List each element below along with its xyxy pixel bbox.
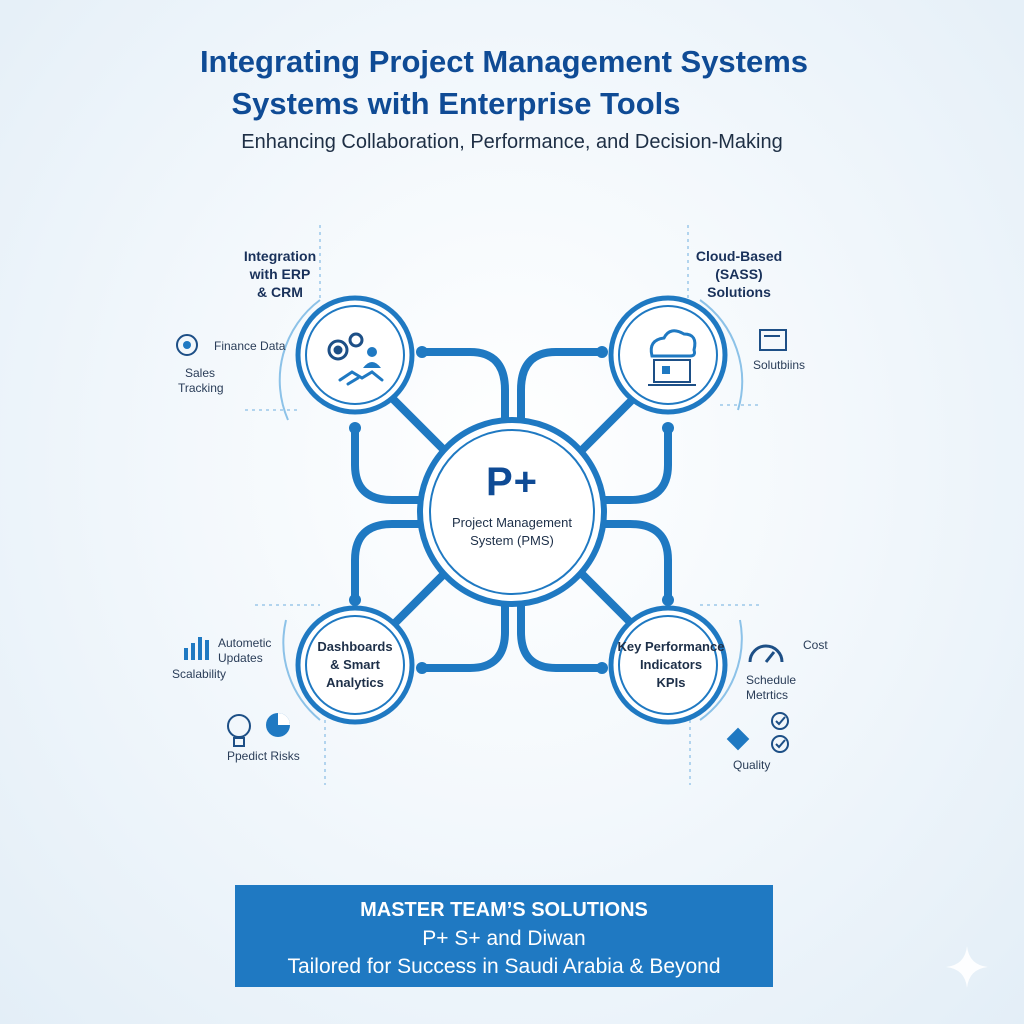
subtitle: Enhancing Collaboration, Performance, an… bbox=[241, 131, 783, 153]
document-icon bbox=[759, 329, 787, 351]
automatic-updates-label: Autometic Updates bbox=[218, 636, 271, 666]
check-icon bbox=[771, 712, 789, 753]
kpi-label-line-2: Indicators bbox=[639, 657, 703, 672]
title-line-2: Systems with Enterprise Tools bbox=[231, 86, 681, 121]
sales-tracking-label: Sales Tracking bbox=[178, 366, 224, 396]
gears-icon bbox=[327, 332, 364, 361]
brain-bulb-icon bbox=[227, 714, 251, 747]
banner-line-1: MASTER TEAM’S SOLUTIONS bbox=[360, 899, 648, 921]
pie-chart-icon bbox=[266, 713, 290, 737]
scalability-label: Scalability bbox=[172, 667, 227, 681]
dotted-guides bbox=[245, 225, 760, 785]
laptop-icon bbox=[648, 359, 696, 386]
bar-chart-icon bbox=[184, 637, 209, 660]
dashboards-label-line-1: Dashboards bbox=[317, 639, 393, 654]
sales-tracking-line-1: Sales bbox=[184, 366, 216, 380]
title-line-1: Integrating Project Management Systems bbox=[199, 44, 809, 79]
sales-tracking-line-2: Tracking bbox=[178, 381, 224, 395]
cloud-label-line-2: (SASS) bbox=[715, 266, 763, 282]
kpi-label: Key Performance Indicators KPIs bbox=[612, 638, 730, 692]
cloud-label-line-1: Cloud-Based bbox=[695, 248, 783, 264]
finance-target-icon bbox=[176, 334, 198, 356]
dashboards-label-line-2: & Smart bbox=[330, 657, 380, 672]
user-icon bbox=[363, 347, 381, 368]
dashboards-label: Dashboards & Smart Analytics bbox=[305, 638, 405, 692]
predict-risks-label: Ppedict Risks bbox=[227, 749, 300, 763]
center-label-line-1: Project Management bbox=[452, 515, 572, 530]
sparkle-icon bbox=[946, 946, 988, 988]
dashboards-label-line-3: Analytics bbox=[326, 675, 384, 690]
erp-label-line-2: with ERP bbox=[249, 266, 311, 282]
center-label: Project Management System (PMS) bbox=[432, 514, 592, 550]
banner-line-2: P+ S+ and Diwan bbox=[422, 927, 586, 950]
solutions-label: Solutbiins bbox=[753, 358, 806, 372]
cloud-label: Cloud-Based (SASS) Solutions bbox=[674, 247, 804, 301]
center-logo: P+ bbox=[485, 460, 539, 504]
gauge-icon bbox=[748, 644, 784, 663]
solutions-banner: MASTER TEAM’S SOLUTIONS P+ S+ and Diwan … bbox=[235, 885, 773, 987]
schedule-metrics-label: Schedule Metrtics bbox=[746, 673, 796, 703]
erp-label: Integration with ERP & CRM bbox=[218, 247, 342, 301]
erp-label-line-1: Integration bbox=[243, 248, 317, 264]
automatic-updates-line-2: Updates bbox=[218, 651, 263, 665]
quality-label: Quality bbox=[733, 758, 771, 772]
cloud-icon bbox=[649, 329, 697, 358]
finance-data-label: Finance Data bbox=[214, 339, 286, 353]
center-node-circle bbox=[417, 417, 607, 607]
cloud-label-line-3: Solutions bbox=[707, 284, 771, 300]
kpi-label-line-1: Key Performance bbox=[617, 639, 725, 654]
schedule-metrics-line-1: Schedule bbox=[746, 673, 797, 687]
handshake-icon bbox=[338, 370, 384, 386]
connector-end-dots bbox=[349, 346, 674, 674]
quality-diamond-icon bbox=[726, 727, 750, 751]
outer-arc-lines bbox=[278, 299, 744, 721]
kpi-label-line-3: KPIs bbox=[656, 675, 686, 690]
schedule-metrics-line-2: Metrtics bbox=[746, 688, 788, 702]
automatic-updates-line-1: Autometic bbox=[218, 636, 272, 650]
banner-line-3: Tailored for Success in Saudi Arabia & B… bbox=[287, 955, 721, 978]
erp-label-line-3: & CRM bbox=[257, 284, 303, 300]
center-label-line-2: System (PMS) bbox=[470, 533, 554, 548]
cost-label: Cost bbox=[803, 638, 828, 652]
